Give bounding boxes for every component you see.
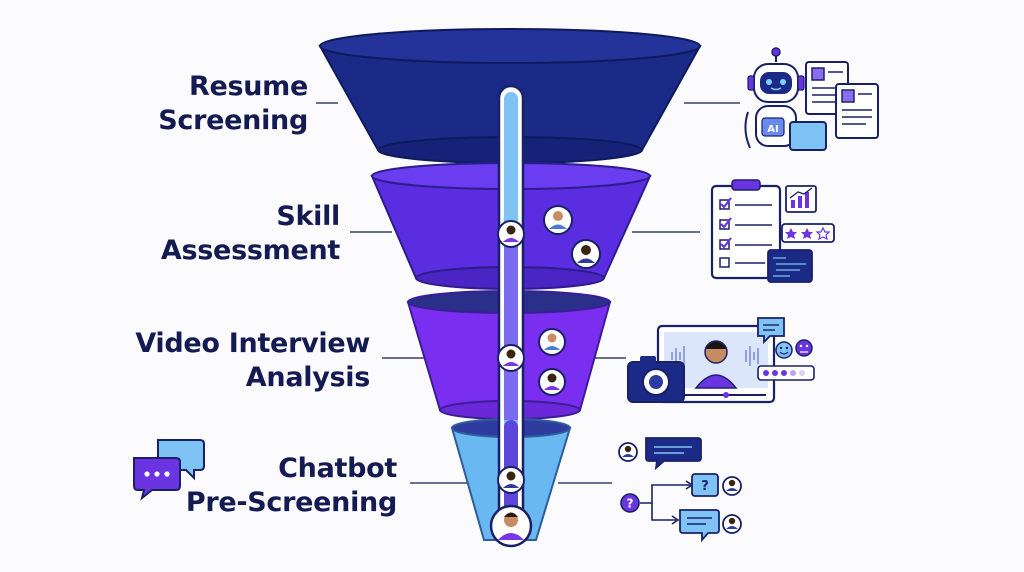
sentiment-dots-bar bbox=[757, 365, 815, 381]
star-rating-icon bbox=[781, 223, 835, 243]
smiley-icon bbox=[775, 341, 793, 359]
stage-label-video-interview-analysis: Video Interview Analysis bbox=[135, 328, 370, 393]
stage3-avatars bbox=[538, 328, 566, 396]
person-icon bbox=[618, 442, 638, 462]
ai-robot-illustration: AI bbox=[744, 47, 879, 151]
person-icon bbox=[722, 514, 742, 534]
ai-badge: AI bbox=[767, 124, 778, 135]
code-window-icon bbox=[767, 249, 813, 283]
flow-branch-lines bbox=[640, 480, 694, 525]
neutral-face-icon bbox=[795, 339, 813, 357]
person-icon bbox=[497, 220, 525, 248]
question-bubble-icon: ? bbox=[691, 473, 719, 497]
robot-icon: AI bbox=[744, 47, 827, 151]
person-icon bbox=[722, 476, 742, 496]
chatbot-flow-illustration: ? ? bbox=[618, 437, 742, 543]
connector-lines bbox=[316, 102, 740, 484]
person-icon bbox=[497, 344, 525, 372]
checklist-clipboard-icon bbox=[710, 179, 782, 280]
chatbot-bubbles-icon bbox=[133, 439, 205, 501]
person-icon bbox=[543, 205, 573, 235]
central-tube bbox=[497, 84, 525, 526]
question-icon: ? bbox=[620, 493, 640, 513]
chat-bubble-icon bbox=[757, 317, 785, 345]
person-icon bbox=[538, 368, 566, 396]
person-icon bbox=[497, 466, 525, 494]
svg-text:?: ? bbox=[627, 497, 634, 511]
video-interview-illustration bbox=[627, 317, 815, 404]
svg-text:?: ? bbox=[701, 479, 709, 494]
message-bubble-icon bbox=[645, 437, 702, 471]
bar-chart-icon bbox=[785, 185, 817, 213]
stage-label-chatbot-pre-screening: Chatbot Pre-Screening bbox=[185, 453, 397, 518]
tube-avatars bbox=[489, 220, 533, 548]
camera-icon bbox=[627, 356, 685, 403]
stage-label-resume-screening: Resume Screening bbox=[158, 71, 308, 136]
assessment-illustration bbox=[710, 179, 835, 283]
person-icon bbox=[694, 340, 738, 389]
person-icon bbox=[489, 504, 533, 548]
stage2-avatars bbox=[543, 205, 601, 269]
resume-document-icon bbox=[835, 83, 879, 139]
person-icon bbox=[571, 239, 601, 269]
stage-label-skill-assessment: Skill Assessment bbox=[160, 201, 340, 266]
person-icon bbox=[538, 328, 566, 356]
reply-bubble-icon bbox=[679, 509, 720, 543]
